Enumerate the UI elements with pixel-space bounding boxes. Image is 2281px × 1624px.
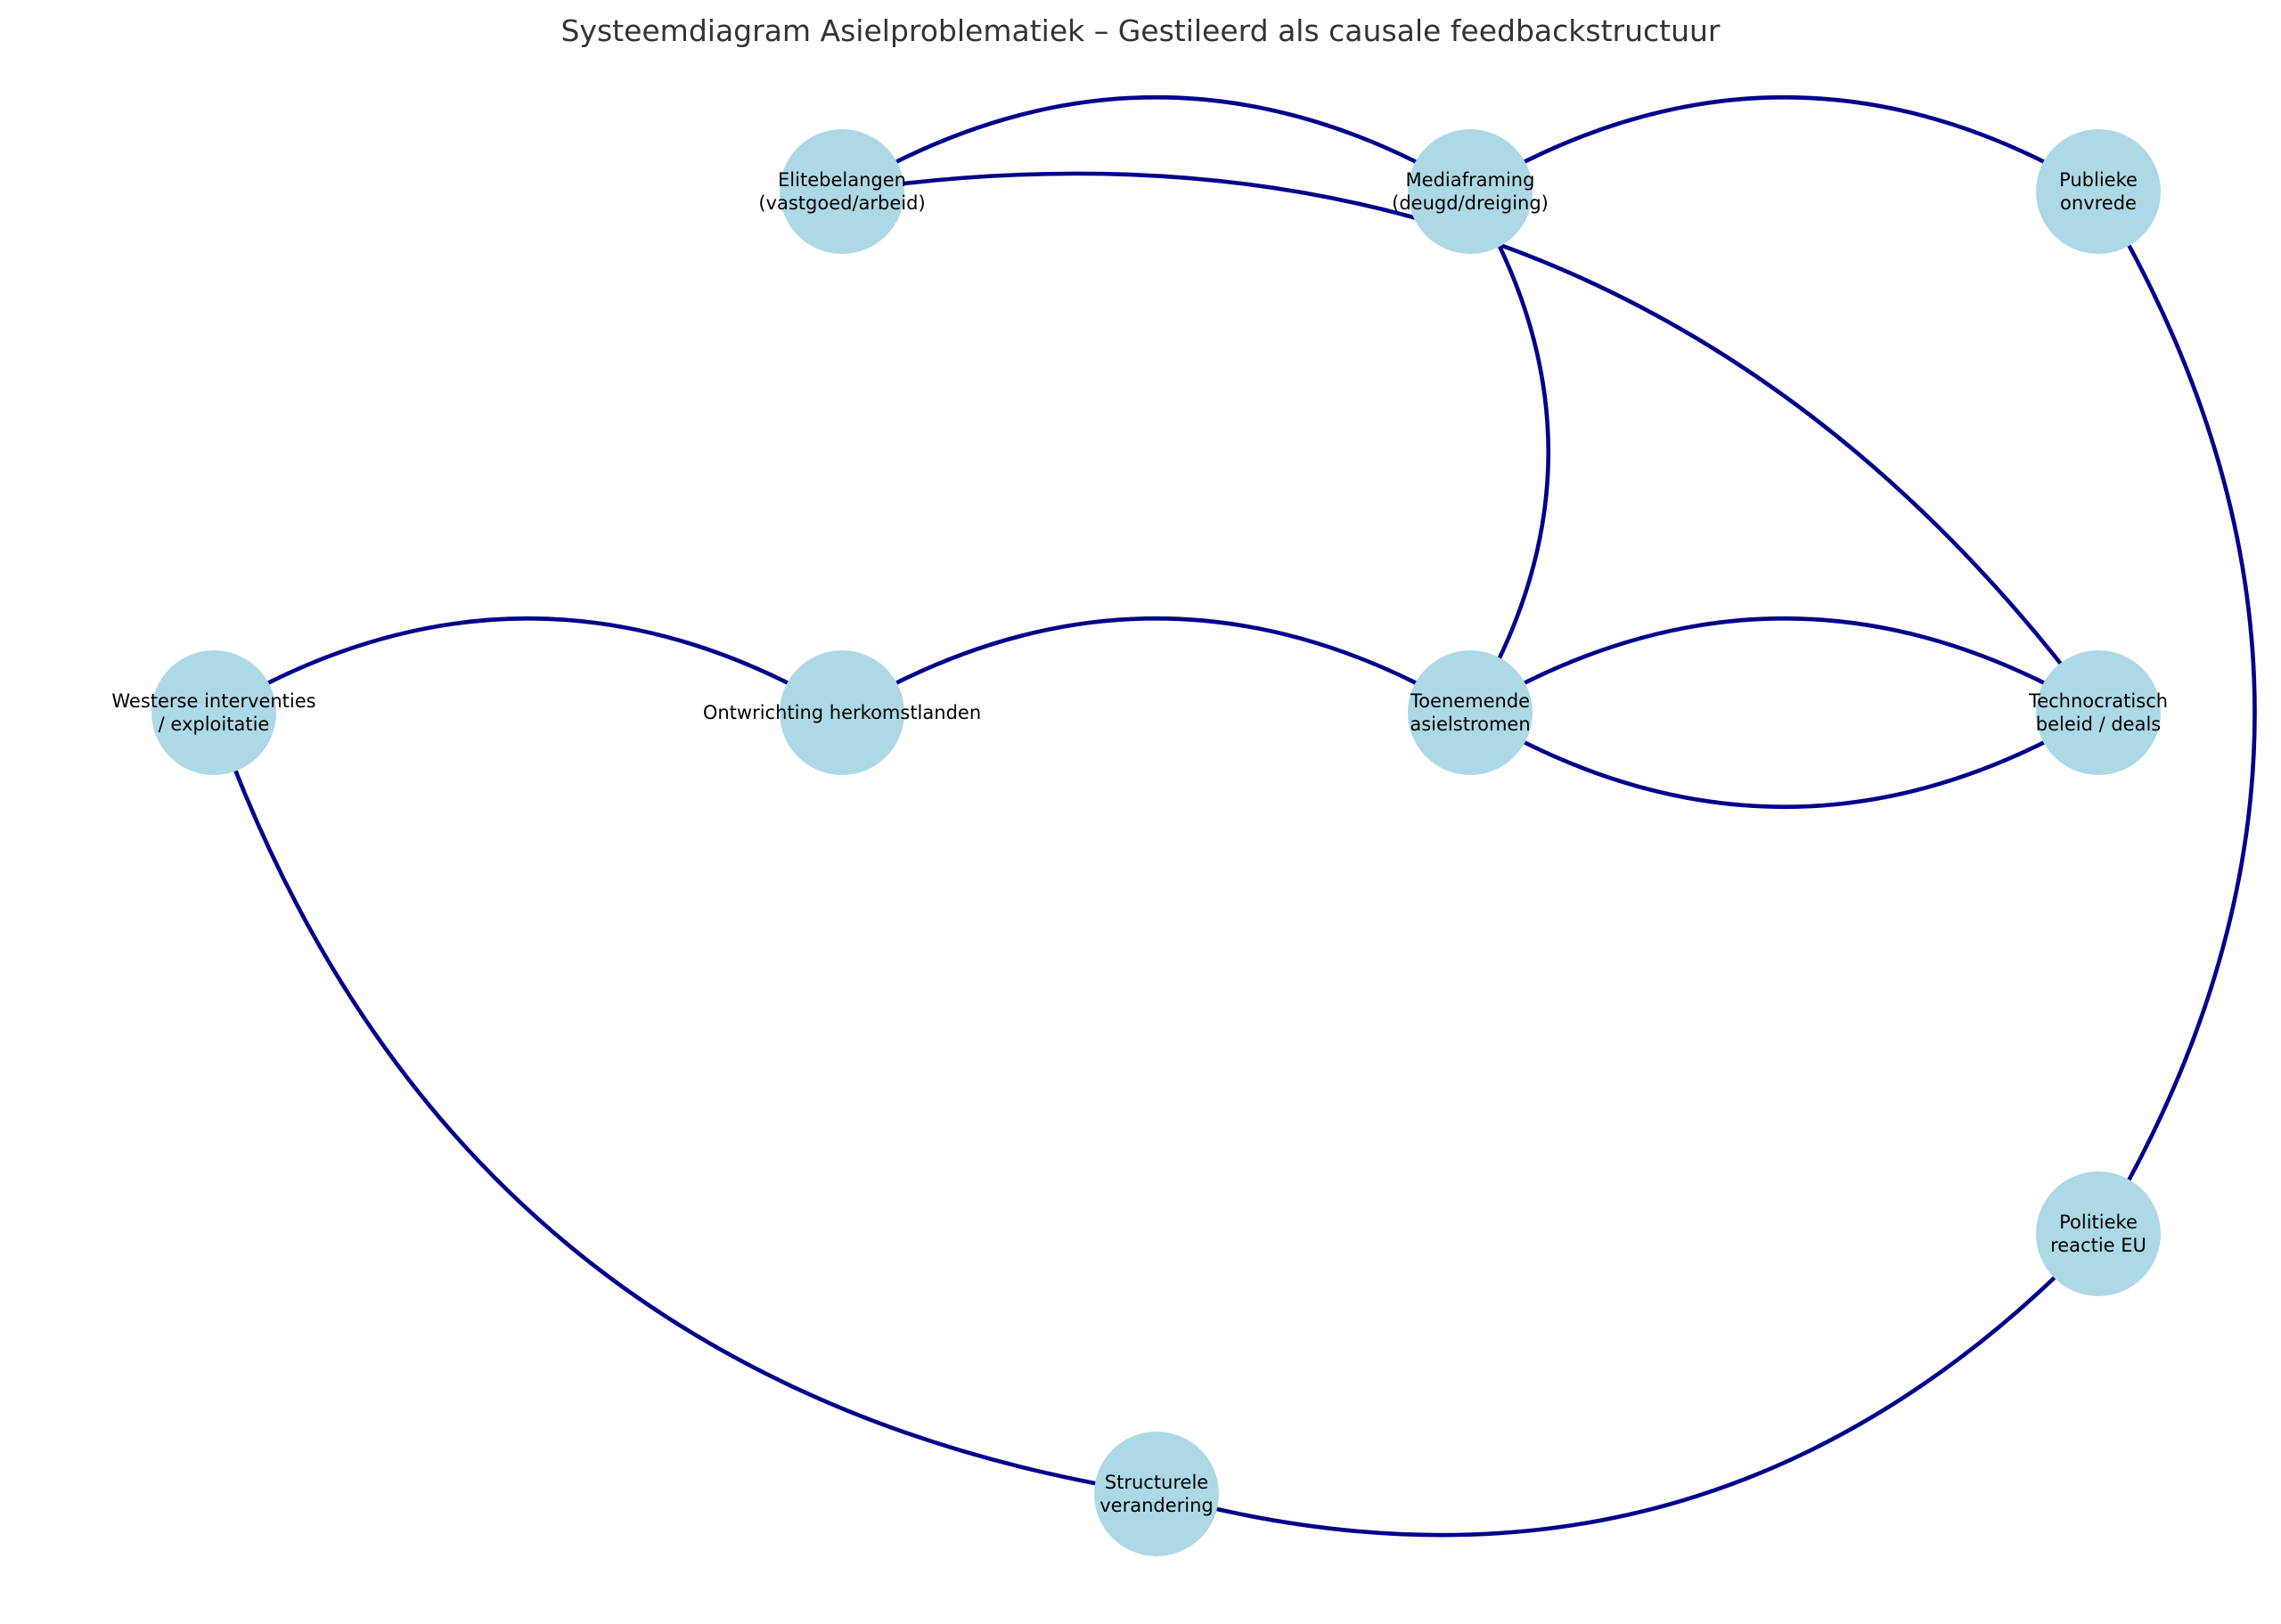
node-technocratisch-circle	[2036, 650, 2161, 775]
node-structurele-circle	[1094, 1432, 1219, 1556]
node-mediaframing-label-line-1: (deugd/dreiging)	[1392, 192, 1549, 214]
node-elitebelangen-label-line-1: (vastgoed/arbeid)	[758, 192, 925, 214]
node-politieke-label-line-0: Politieke	[2059, 1212, 2138, 1233]
edges-layer	[211, 94, 2257, 1538]
node-ontwrichting-label-line-0: Ontwrichting herkomstlanden	[703, 702, 981, 723]
node-ontwrichting: Ontwrichting herkomstlanden	[703, 650, 981, 775]
node-publieke-label-line-0: Publieke	[2059, 169, 2138, 191]
node-politieke-circle	[2036, 1171, 2161, 1296]
edge-publieke-to-politieke	[2096, 189, 2257, 1236]
node-westerse-circle	[151, 650, 276, 775]
node-toenemende-label-line-0: Toenemende	[1410, 690, 1530, 712]
node-westerse-label-line-0: Westerse interventies	[111, 690, 315, 712]
node-elitebelangen-circle	[780, 129, 904, 254]
node-mediaframing-label-line-0: Mediaframing	[1406, 169, 1535, 191]
node-toenemende-label-line-1: asielstromen	[1410, 714, 1530, 735]
edge-elitebelangen-to-mediaframing	[839, 94, 1473, 194]
node-westerse-label-line-1: / exploitatie	[159, 714, 270, 735]
node-technocratisch-label-line-0: Technocratisch	[2028, 690, 2168, 712]
edge-structurele-to-westerse	[211, 710, 1159, 1497]
node-technocratisch-label-line-1: beleid / deals	[2036, 714, 2162, 735]
node-politieke-label-line-1: reactie EU	[2050, 1235, 2146, 1256]
edge-technocratisch-to-toenemende	[1468, 710, 2101, 810]
node-elitebelangen-label-line-0: Elitebelangen	[778, 169, 906, 191]
node-toenemende-circle	[1408, 650, 1533, 775]
node-ontwrichting-circle	[780, 650, 904, 775]
node-structurele-label-line-0: Structurele	[1105, 1472, 1208, 1493]
nodes-layer: Westerse interventies/ exploitatie Ontwri…	[111, 129, 2168, 1556]
edge-toenemende-to-technocratisch	[1468, 616, 2101, 715]
edge-ontwrichting-to-toenemende	[839, 616, 1473, 715]
edge-politieke-to-structurele	[1154, 1231, 2101, 1538]
diagram-title: Systeemdiagram Asielproblematiek – Gesti…	[560, 13, 1720, 48]
edge-westerse-to-ontwrichting	[211, 616, 845, 715]
node-mediaframing-circle	[1408, 129, 1533, 254]
node-mediaframing: Mediaframing(deugd/dreiging)	[1392, 129, 1549, 254]
edge-elitebelangen-to-technocratisch	[839, 171, 2101, 715]
node-westerse: Westerse interventies/ exploitatie	[111, 650, 316, 775]
edge-mediaframing-to-publieke	[1468, 94, 2101, 194]
node-publieke-circle	[2036, 129, 2161, 254]
node-publieke-label-line-1: onvrede	[2060, 192, 2137, 214]
node-elitebelangen: Elitebelangen(vastgoed/arbeid)	[758, 129, 926, 254]
edge-mediaframing-to-toenemende	[1468, 189, 1551, 715]
node-structurele-label-line-1: verandering	[1100, 1495, 1214, 1516]
